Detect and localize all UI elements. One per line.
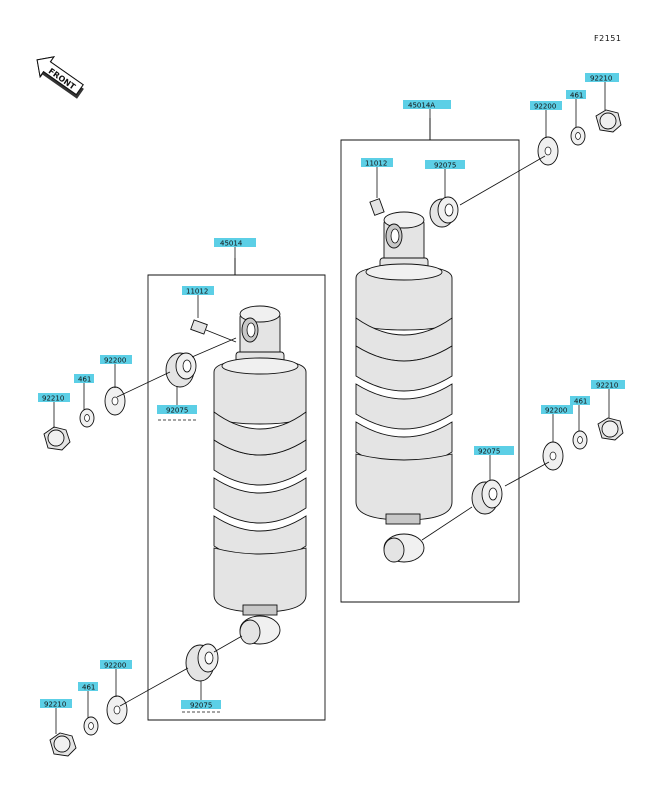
right-top-nut <box>595 109 622 133</box>
right-bottom-washer-small-label: 461 <box>574 398 587 406</box>
right-bolt-label: 11012 <box>365 160 387 168</box>
left-top-washer-small-label: 461 <box>78 376 91 384</box>
left-bottom-washer-big <box>106 695 128 725</box>
right-bottom-bushing <box>471 479 503 515</box>
right-top-washer-small-label: 461 <box>570 92 583 100</box>
left-top-washer-big-label: 92200 <box>104 357 126 365</box>
right-shock-absorber <box>355 211 453 563</box>
right-bottom-washer-big-label: 92200 <box>545 407 567 415</box>
left-shock-absorber <box>213 305 307 645</box>
right-shock-assembly: 45014A 11012 <box>340 73 625 603</box>
left-bolt-label: 11012 <box>186 288 208 296</box>
right-adjuster-bolt <box>369 198 385 216</box>
left-bottom-washer-big-label: 92200 <box>104 662 126 670</box>
left-top-bushing <box>165 352 197 388</box>
right-bottom-washer-small <box>572 430 588 450</box>
left-bottom-bushing-label: 92075 <box>190 702 212 710</box>
left-bottom-nut <box>49 732 77 757</box>
figure-code: F2151 <box>594 34 621 43</box>
right-bottom-nut-label: 92210 <box>596 382 618 390</box>
left-top-bushing-label: 92075 <box>166 407 188 415</box>
right-bottom-bushing-label: 92075 <box>478 448 500 456</box>
left-top-washer-small <box>79 408 95 428</box>
front-direction-badge: FRONT <box>36 56 84 99</box>
left-top-nut <box>43 426 71 451</box>
right-bottom-nut <box>597 417 624 441</box>
right-top-nut-label: 92210 <box>590 75 612 83</box>
left-top-nut-label: 92210 <box>42 395 64 403</box>
right-top-washer-big-label: 92200 <box>534 103 556 111</box>
left-top-washer-big <box>104 386 126 416</box>
left-bottom-washer-small <box>83 716 99 736</box>
left-bottom-nut-label: 92210 <box>44 701 66 709</box>
right-top-bushing <box>429 196 459 228</box>
right-top-washer-small <box>570 126 586 146</box>
right-top-washer-big <box>537 136 559 166</box>
left-assembly-label: 45014 <box>220 240 243 248</box>
right-bottom-washer-big <box>542 441 564 471</box>
left-bottom-bushing <box>185 643 219 682</box>
right-top-bushing-label: 92075 <box>434 162 456 170</box>
left-shock-assembly: 45014 <box>38 238 326 757</box>
left-adjuster-bolt <box>190 319 237 343</box>
left-bottom-washer-small-label: 461 <box>82 684 95 692</box>
right-assembly-label: 45014A <box>408 102 435 110</box>
